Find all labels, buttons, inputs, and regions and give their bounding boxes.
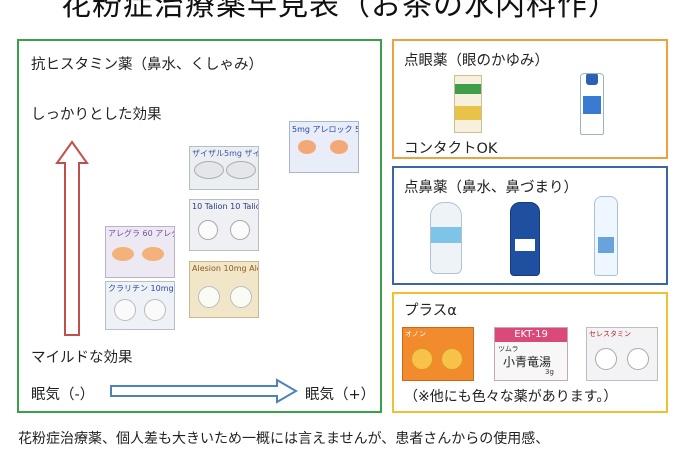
claritin-text: クラリチン 10mg — [108, 284, 174, 293]
drowsy-plus-label: 眠気（+） — [305, 387, 376, 403]
allelock-tablet — [330, 140, 348, 154]
allegra-text: アレグラ 60 アレグラ 60 — [108, 229, 174, 238]
antihistamine-panel: 抗ヒスタミン薬（鼻水、くしゃみ） しっかりとした効果 マイルドな効果 眠気（-）… — [17, 39, 382, 413]
plus-alpha-panel: プラスα （※他にも色々な薬があります。） オノン EKT-19 ツムラ 小青竜… — [392, 292, 668, 413]
strong-effect-label: しっかりとした効果 — [31, 107, 162, 123]
nasal-spray-2 — [510, 202, 540, 276]
footer-text: 花粉症治療薬、個人差も大きいため一概には言えませんが、患者さんからの使用感、 — [18, 431, 550, 447]
xyzal-text: ザイザル5mg ザイザル — [192, 149, 259, 158]
drowsy-minus-label: 眠気（-） — [31, 387, 95, 403]
eye-drops-panel: 点眼薬（眼のかゆみ） コンタクトOK — [392, 39, 668, 159]
effect-strength-arrow — [55, 140, 89, 336]
panel-heading: 点眼薬（眼のかゆみ） — [404, 53, 549, 69]
panel-heading: 抗ヒスタミン薬（鼻水、くしゃみ） — [31, 57, 263, 73]
orange-package-text: オノン — [405, 330, 426, 338]
alesion-tablet — [230, 286, 252, 308]
packet-count-label: 3g — [545, 368, 554, 376]
nasal-spray-panel: 点鼻薬（鼻水、鼻づまり） — [392, 166, 668, 285]
xyzal-tablet — [194, 161, 224, 179]
allelock-tablet — [298, 140, 316, 154]
celestamine-tablet — [627, 348, 649, 370]
allegra-tablet — [112, 247, 134, 261]
orange-tablet — [441, 348, 463, 370]
orange-tablet — [411, 348, 433, 370]
talion-tablet — [198, 220, 218, 240]
ekt19-packet: EKT-19 ツムラ 小青竜湯 3g — [494, 327, 568, 381]
celestamine-package: セレスタミン — [586, 327, 658, 381]
talion-text: 10 Talion 10 Talion — [192, 202, 259, 211]
nasal-spray-3 — [594, 196, 618, 276]
talion-package: 10 Talion 10 Talion — [189, 199, 259, 251]
contact-ok-label: コンタクトOK — [404, 141, 498, 157]
panel-heading: 点鼻薬（鼻水、鼻づまり） — [404, 180, 578, 196]
shoseiryuto-label: 小青竜湯 — [503, 355, 552, 369]
eye-drop-bottle — [580, 73, 604, 135]
allelock-package: 5mg アレロック 5mg — [289, 121, 359, 173]
claritin-package: クラリチン 10mg — [105, 281, 175, 330]
nasal-spray-1 — [430, 202, 462, 274]
alesion-package: Alesion 10mg Alesion — [189, 261, 259, 318]
panel-heading: プラスα — [404, 303, 457, 319]
claritin-tablet — [144, 299, 166, 321]
allegra-package: アレグラ 60 アレグラ 60 — [105, 226, 175, 278]
ekt19-label: EKT-19 — [495, 328, 567, 342]
eye-drop-box — [454, 75, 482, 133]
celestamine-tablet — [595, 348, 617, 370]
allegra-tablet — [142, 247, 164, 261]
xyzal-tablet — [226, 161, 256, 179]
tsumura-label: ツムラ — [498, 345, 519, 353]
talion-tablet — [230, 220, 250, 240]
drowsiness-arrow — [110, 378, 298, 404]
alesion-text: Alesion 10mg Alesion — [192, 264, 258, 273]
page-title: 花粉症治療薬早見表（お茶の水内科作） — [61, 0, 619, 23]
celestamine-text: セレスタミン — [589, 330, 631, 338]
alesion-tablet — [198, 286, 220, 308]
xyzal-package: ザイザル5mg ザイザル — [189, 146, 259, 190]
allelock-text: 5mg アレロック 5mg — [292, 125, 358, 134]
claritin-tablet — [114, 299, 136, 321]
orange-tablet-package: オノン — [402, 327, 474, 381]
mild-effect-label: マイルドな効果 — [31, 350, 133, 366]
other-drugs-note: （※他にも色々な薬があります。） — [404, 389, 618, 405]
